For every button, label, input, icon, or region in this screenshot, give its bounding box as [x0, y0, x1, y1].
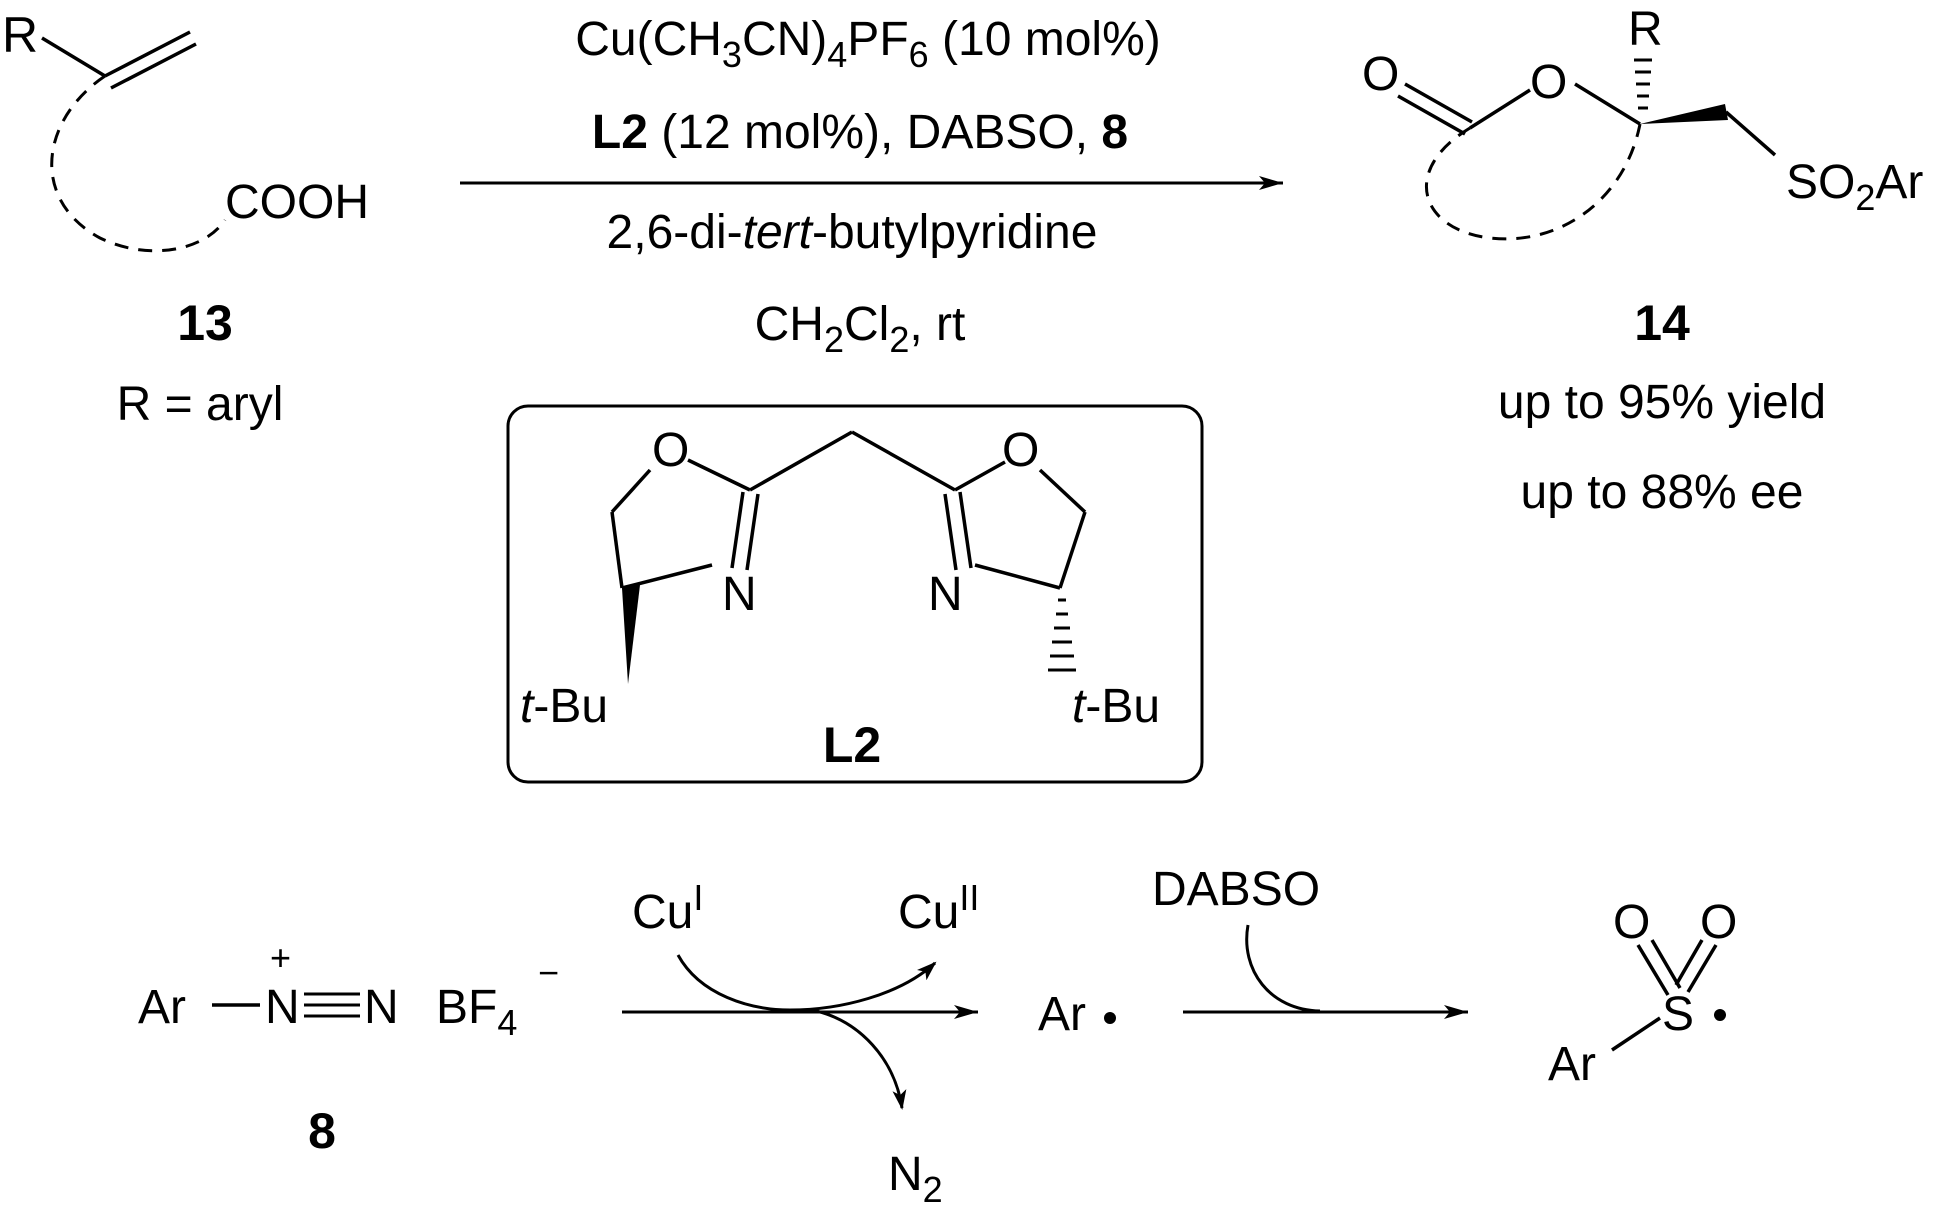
right-tbu-label: t-Bu — [1072, 680, 1160, 733]
carbonyl-oxygen-label: O — [1362, 48, 1399, 101]
left-o-ch2-bond — [610, 468, 652, 514]
alkene-bond-2 — [110, 42, 197, 90]
bold-wedge-ch2-bond — [1640, 104, 1728, 124]
diazonium-plus-charge: + — [270, 937, 291, 978]
nitrogen-gas-label: N2 — [888, 1148, 943, 1210]
s-o-double-bond-right-1 — [1686, 944, 1718, 993]
sulfonyl-ar-label: Ar — [1548, 1038, 1596, 1091]
left-o-c2-bond — [687, 458, 751, 492]
yield-text: up to 95% yield — [1498, 376, 1826, 429]
ligand-l2-box: O N t-Bu O N t-Bu L2 — [506, 404, 1204, 784]
s-ar-bond — [1611, 1016, 1661, 1052]
tetrafluoroborate-label: BF4 — [436, 981, 517, 1043]
left-oxazoline-nitrogen-label: N — [722, 568, 757, 621]
sulfonyl-sulfur-label: S — [1662, 988, 1694, 1041]
left-tbu-bold-wedge — [622, 585, 640, 684]
tetrafluoroborate-minus-charge: − — [538, 952, 559, 993]
right-oxazoline-oxygen-label: O — [1002, 424, 1039, 477]
sulfonyl-radical-dot — [1714, 1009, 1726, 1021]
mechanism-scheme: Ar + N N BF4 − 8 CuI CuII N2 Ar DABSO O … — [138, 863, 1737, 1210]
right-o-ch2-bond — [1038, 468, 1087, 514]
left-cn-double-bond-2 — [745, 493, 760, 571]
copper-i-label: CuI — [632, 877, 703, 939]
left-oxazoline-oxygen-label: O — [652, 424, 689, 477]
r-definition: R = aryl — [117, 378, 284, 431]
compound-13-number: 13 — [177, 295, 233, 351]
diazonium-n1-label: N — [265, 981, 300, 1034]
substituent-r-label: R — [2, 7, 38, 63]
carbonyl-double-bond-2 — [1397, 94, 1466, 136]
compound-8-number: 8 — [308, 1103, 336, 1159]
ring-oxygen-label: O — [1530, 56, 1567, 109]
right-cn-double-bond-2 — [958, 491, 973, 569]
left-cstereo-n-bond — [621, 563, 713, 590]
sulfonyl-oxygen-left-label: O — [1613, 896, 1650, 949]
copper-ii-label: CuII — [898, 877, 979, 939]
s-o-double-bond-left-1 — [1636, 944, 1670, 996]
right-ch2-cstereo-bond — [1058, 511, 1087, 589]
copper-oxidation-curved-arrow — [676, 954, 937, 1012]
ligand-frame — [506, 404, 1204, 784]
bond-ch2-s — [1724, 110, 1777, 157]
alkene-bond-1 — [104, 30, 191, 78]
right-oxazoline-nitrogen-label: N — [928, 568, 963, 621]
carbonyl-double-bond-1 — [1404, 82, 1473, 124]
sulfonyl-oxygen-right-label: O — [1700, 896, 1737, 949]
aryl-radical-label: Ar — [1038, 988, 1086, 1041]
bond-r-vinyl — [41, 36, 106, 78]
aryl-diazonium-ar-label: Ar — [138, 981, 186, 1034]
left-ch2-cstereo-bond — [610, 511, 624, 589]
left-tbu-label: t-Bu — [520, 680, 608, 733]
tether-dashed-arc — [50, 74, 227, 253]
bond-oring-cquat — [1574, 82, 1641, 126]
base-text: 2,6-di-tert-butylpyridine — [607, 206, 1098, 259]
right-cstereo-n-bond — [974, 563, 1061, 590]
ligand-reagents-text: L2 (12 mol%), DABSO, 8 — [592, 106, 1128, 159]
bridge-bond-left — [749, 430, 853, 492]
lactone-ring-dashed-arc — [1425, 123, 1642, 241]
s-o-double-bond-right-2 — [1674, 939, 1704, 986]
product-r-label: R — [1628, 3, 1663, 56]
bond-c-oring — [1469, 88, 1531, 130]
catalyst-text: Cu(CH3CN)4PF6 (10 mol%) — [575, 13, 1160, 75]
solvent-text: CH2Cl2, rt — [755, 298, 966, 360]
compound-14: O O R SO2Ar 14 up to 95% yield up to 88%… — [1362, 3, 1923, 519]
right-c2-o-bond — [954, 460, 1006, 492]
dabso-label: DABSO — [1152, 863, 1320, 916]
ee-text: up to 88% ee — [1521, 466, 1804, 519]
nitrogen-loss-curved-arrow — [811, 1008, 907, 1110]
reaction-conditions: Cu(CH3CN)4PF6 (10 mol%) L2 (12 mol%), DA… — [460, 13, 1283, 360]
s-o-double-bond-left-2 — [1650, 939, 1682, 989]
compound-13: R COOH 13 R = aryl — [2, 7, 369, 431]
so2ar-label: SO2Ar — [1786, 156, 1923, 218]
left-cn-double-bond-1 — [730, 491, 745, 569]
dabso-curved-arrow — [1245, 924, 1321, 1013]
compound-14-number: 14 — [1634, 295, 1690, 351]
diazonium-n2-label: N — [364, 981, 399, 1034]
cooh-label: COOH — [225, 176, 369, 229]
hashed-wedge-r-bond — [1634, 58, 1652, 110]
ligand-l2-label: L2 — [823, 717, 881, 773]
right-tbu-hashed-wedge — [1048, 598, 1076, 672]
bridge-bond-right — [851, 430, 956, 492]
right-cn-double-bond-1 — [943, 493, 958, 571]
aryl-radical-dot — [1104, 1012, 1116, 1024]
